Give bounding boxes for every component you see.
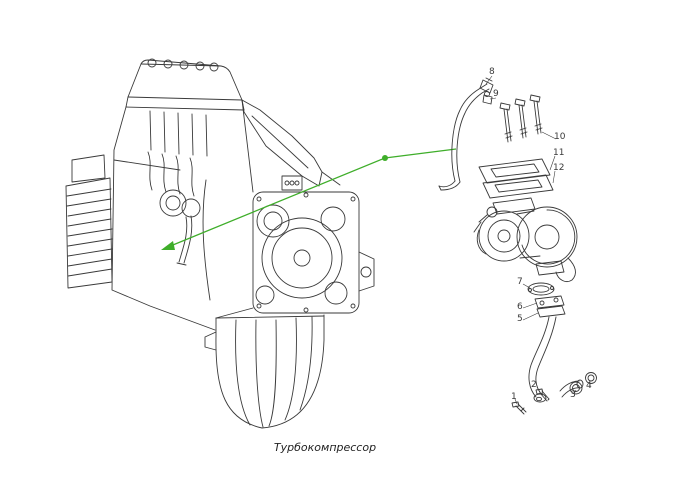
mounting-bolts bbox=[499, 94, 543, 143]
part-number-1: 1 bbox=[511, 392, 517, 402]
part-number-2: 2 bbox=[531, 380, 537, 390]
gasket-plates bbox=[478, 158, 554, 199]
figure-caption: Турбокомпрессор bbox=[273, 441, 377, 454]
oil-supply-pipe bbox=[438, 77, 494, 191]
part-number-6: 6 bbox=[517, 302, 523, 312]
part-number-12: 12 bbox=[553, 163, 565, 173]
oval-gasket bbox=[527, 282, 555, 296]
part-number-8: 8 bbox=[489, 67, 495, 77]
drain-flange bbox=[534, 295, 566, 318]
callout-pointer bbox=[161, 148, 457, 250]
leader-lines bbox=[485, 75, 591, 405]
pointer-arrowhead-icon bbox=[161, 241, 175, 250]
part-number-9: 9 bbox=[493, 89, 499, 99]
part-number-4: 4 bbox=[586, 381, 592, 391]
part-number-7: 7 bbox=[517, 277, 523, 287]
part-number-5: 5 bbox=[517, 314, 523, 324]
bolt-2 bbox=[535, 388, 550, 402]
engine-illustration bbox=[65, 58, 375, 429]
pointer-line bbox=[167, 148, 457, 248]
bolt-1 bbox=[511, 401, 527, 415]
pointer-dot bbox=[382, 155, 388, 161]
part-number-10: 10 bbox=[554, 132, 566, 142]
turbo-illustration bbox=[438, 77, 597, 415]
pipe-fitting bbox=[482, 91, 493, 105]
part-number-11: 11 bbox=[553, 148, 565, 158]
turbocharger-body bbox=[473, 197, 578, 283]
seal-rings bbox=[559, 372, 597, 398]
part-number-3: 3 bbox=[570, 390, 576, 400]
